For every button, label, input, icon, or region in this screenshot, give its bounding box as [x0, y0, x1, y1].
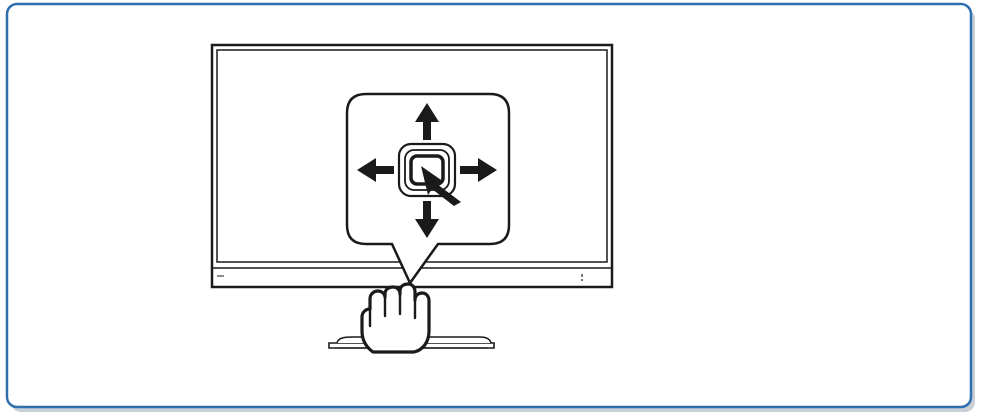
press-pointer-icon — [421, 166, 461, 206]
arrow-down-icon — [415, 201, 439, 238]
arrow-up-icon — [415, 103, 439, 140]
hand-icon — [360, 282, 431, 354]
arrow-right-icon — [460, 158, 497, 182]
arrow-left-icon — [357, 158, 394, 182]
